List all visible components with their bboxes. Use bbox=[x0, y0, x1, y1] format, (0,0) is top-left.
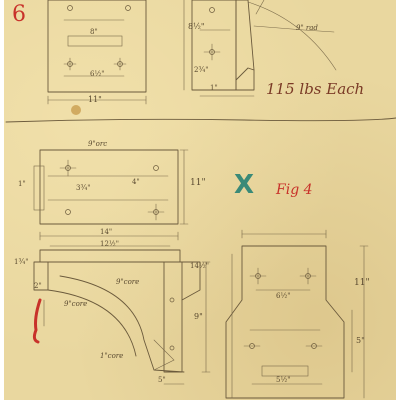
lower-d-5-b: 5" bbox=[356, 336, 365, 345]
top-width-11: 11" bbox=[88, 95, 102, 104]
middle-d-1: 1" bbox=[18, 180, 26, 188]
lower-core-9b: 9"core bbox=[116, 278, 140, 286]
top-radius: 9" rad bbox=[296, 24, 318, 32]
top-left-plate bbox=[47, 0, 147, 105]
top-dim-8-half: 8½" bbox=[188, 22, 205, 31]
fig4-front-view bbox=[225, 229, 369, 399]
middle-d-4: 4" bbox=[132, 178, 140, 186]
middle-d-14: 14" bbox=[100, 228, 113, 236]
top-dim-2-3q: 2¾" bbox=[194, 66, 209, 74]
middle-top-note: 9"orc bbox=[88, 140, 108, 148]
ink-blot bbox=[71, 105, 81, 115]
lower-d-6-half: 6½" bbox=[276, 292, 291, 300]
top-dim-6-half: 6½" bbox=[90, 70, 105, 78]
lower-d-14-half: 14½" bbox=[190, 262, 209, 270]
figure-label: Fig 4 bbox=[276, 182, 313, 198]
page-number: 6 bbox=[12, 2, 26, 27]
top-bracket bbox=[183, 0, 337, 97]
x-mark: X bbox=[234, 170, 255, 200]
lower-side-view bbox=[33, 249, 211, 385]
lower-d-9: 9" bbox=[194, 312, 203, 321]
middle-h-11: 11" bbox=[190, 178, 206, 188]
drawing-sheet: 6 115 lbs Each Fig 4 X 11" 8½" 6½" 8" 2¾… bbox=[4, 0, 396, 400]
middle-d-12-half: 12½" bbox=[100, 240, 119, 248]
top-dim-8: 8" bbox=[90, 28, 98, 36]
lower-core-9: 9"core bbox=[64, 300, 88, 308]
middle-plate bbox=[33, 149, 189, 247]
lower-d-5-half: 5½" bbox=[276, 376, 291, 384]
pencil-drawing bbox=[5, 0, 396, 399]
middle-w-3-3q: 3¾" bbox=[76, 184, 91, 192]
lower-d-2: 2" bbox=[34, 282, 42, 290]
weight-note: 115 lbs Each bbox=[266, 80, 365, 98]
lower-d-5: 5" bbox=[158, 376, 166, 384]
lower-d-1-3q: 1¾" bbox=[14, 258, 29, 266]
divider-line bbox=[5, 117, 396, 123]
lower-core-1: 1"core bbox=[100, 352, 124, 360]
top-dim-1: 1" bbox=[210, 84, 218, 92]
red-mark bbox=[32, 298, 42, 344]
lower-d-11-right: 11" bbox=[354, 278, 370, 288]
